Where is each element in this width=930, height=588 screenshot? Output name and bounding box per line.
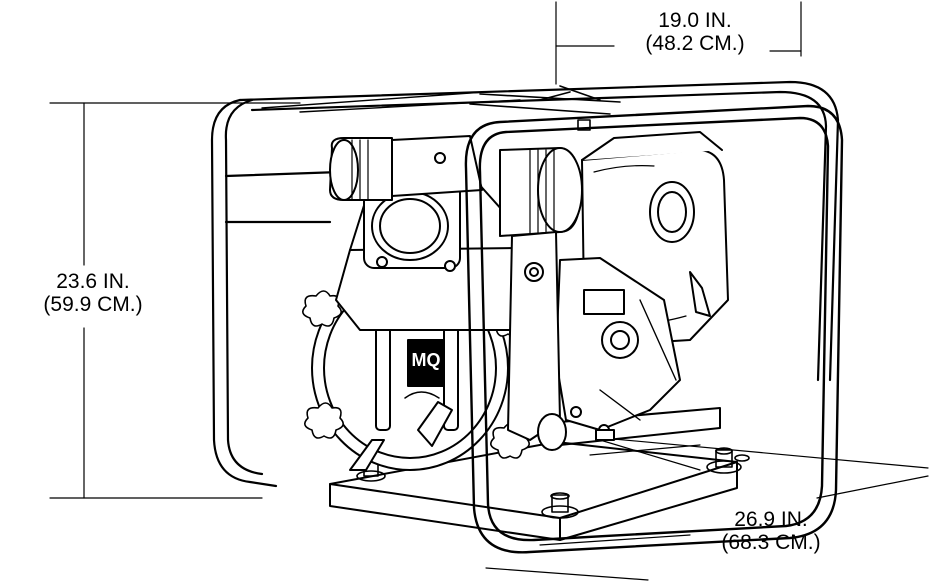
star-knob-left-upper: [302, 290, 342, 327]
height-dimension-label: 23.6 IN. (59.9 CM.): [2, 270, 184, 316]
logo-text: MQ: [412, 350, 441, 370]
rear-frame: [210, 80, 840, 488]
depth-metric: (68.3 CM.): [721, 531, 821, 554]
width-metric: (48.2 CM.): [645, 32, 745, 55]
engine-lower: [555, 257, 681, 441]
depth-imperial: 26.9 IN.: [734, 508, 808, 531]
top-rails: [469, 85, 621, 131]
width-dimension-label: 19.0 IN. (48.2 CM.): [612, 9, 778, 55]
height-dimension-lines: [49, 102, 301, 499]
pump-engine-adapter: [349, 231, 567, 471]
height-metric: (59.9 CM.): [43, 293, 143, 316]
width-imperial: 19.0 IN.: [658, 9, 732, 32]
discharge-coupling: [499, 147, 583, 237]
width-dimension-lines: [555, 1, 802, 85]
rear-coupling: [329, 135, 483, 201]
mount-bolts: [356, 447, 750, 519]
front-frame: [464, 104, 844, 554]
mq-logo: MQ: [407, 339, 445, 387]
star-knob-left-lower: [304, 402, 344, 439]
height-imperial: 23.6 IN.: [56, 270, 130, 293]
depth-dimension-label: 26.9 IN. (68.3 CM.): [686, 508, 856, 554]
